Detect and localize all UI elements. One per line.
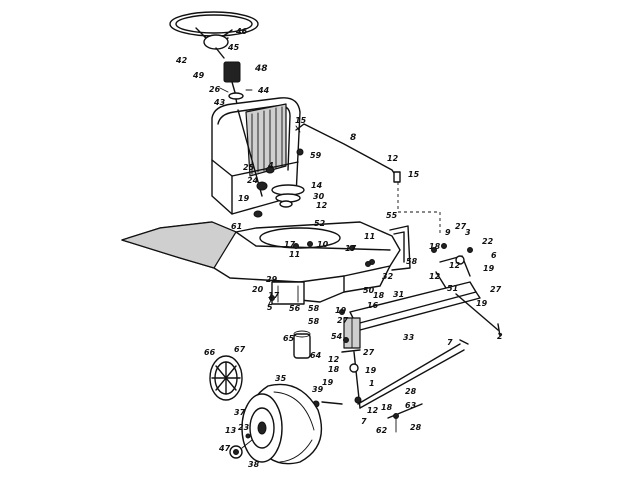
part-number-label: 26 [209,85,221,94]
part-number-label: 16 [367,301,379,310]
steering-shaft [237,109,305,218]
wheel-hardware [229,433,253,459]
part-number-label: 58 [308,317,320,326]
part-number-label: 56 [289,304,301,313]
part-number-label: 17 [345,244,357,253]
part-number-label: 12 [387,154,399,163]
hardware [267,261,371,359]
part-number-label: 64 [310,351,322,360]
part-number-label: 65 [283,334,295,343]
part-number-label: 30 [313,192,325,201]
part-number-label: 19 [335,306,347,315]
part-number-label: 18 [373,291,385,300]
part-number-label: 67 [234,345,246,354]
part-number-label: 59 [310,151,322,160]
part-number-label: 19 [238,194,250,203]
part-number-label: 7 [447,338,453,347]
part-number-label: 12 [449,261,461,270]
part-number-label: 12 [316,201,328,210]
part-number-label: 20 [252,285,264,294]
part-number-label: 18 [429,242,441,251]
part-number-label: 12 [328,355,340,364]
part-number-label: 27 [363,348,375,357]
part-number-label: 8 [350,133,357,143]
part-number-label: 55 [386,211,398,220]
part-number-label: 10 [317,240,329,249]
part-number-label: 19 [365,366,377,375]
part-number-label: 5 [267,303,273,312]
front-tire [241,383,323,465]
part-number-label: 3 [465,228,471,237]
part-number-label: 7 [361,417,367,426]
part-number-label: 23 [238,423,250,432]
part-number-label: 17 [284,240,296,249]
part-number-label: 31 [393,290,405,299]
part-number-label: 22 [482,237,494,246]
part-number-label: 27 [455,222,467,231]
part-number-label: 15 [408,170,420,179]
drag-link-rod [295,123,441,236]
part-number-label: 12 [367,406,379,415]
part-number-label: 33 [403,333,415,342]
part-number-label: 18 [328,365,340,374]
part-number-label: 12 [429,272,441,281]
tie-rods [312,339,469,433]
part-number-label: 32 [382,272,394,281]
part-number-label: 17 [268,291,280,300]
part-number-label: 61 [231,222,243,231]
steering-wheel [169,11,259,59]
part-number-label: 37 [234,408,246,417]
part-number-label: 1 [369,379,375,388]
part-number-label: 51 [447,284,459,293]
part-number-label: 15 [295,116,307,125]
chassis-frame [121,221,411,305]
part-number-label: 11 [364,232,376,241]
part-number-label: 66 [204,348,216,357]
part-number-label: 28 [410,423,422,432]
part-number-label: 24 [247,176,259,185]
steering-column-parts [219,61,253,111]
part-number-label: 14 [311,181,323,190]
part-number-label: 6 [491,251,497,260]
part-number-label: 35 [275,374,287,383]
part-number-label: 47 [219,444,231,453]
part-number-label: 38 [248,460,260,469]
part-number-label: 18 [381,403,393,412]
part-number-label: 42 [176,56,188,65]
hubcap [209,355,243,401]
part-number-label: 39 [312,385,324,394]
part-number-label: 44 [258,86,270,95]
seat [211,97,301,215]
part-number-label: 19 [322,378,334,387]
part-number-label: 13 [225,426,237,435]
part-number-label: 52 [314,219,326,228]
part-number-label: 29 [266,275,278,284]
part-number-label: 27 [490,285,502,294]
part-number-label: 48 [255,64,268,74]
part-number-label: 19 [476,299,488,308]
part-number-label: 28 [405,387,417,396]
part-number-label: 58 [406,257,418,266]
part-number-label: 19 [483,264,495,273]
part-number-label: 11 [289,250,301,259]
part-number-label: 25 [243,163,255,172]
front-axle [343,243,501,349]
part-number-label: 62 [376,426,388,435]
part-number-label: 43 [214,98,226,107]
part-number-label: 46 [236,27,248,36]
part-number-label: 50 [363,286,375,295]
part-number-label: 9 [445,228,451,237]
part-number-label: 2 [497,332,503,341]
part-number-label: 49 [193,71,205,80]
part-number-label: 63 [405,401,417,410]
part-number-label: 45 [228,43,240,52]
part-number-label: 4 [268,161,274,170]
part-number-label: 58 [308,304,320,313]
part-number-label: 54 [331,332,343,341]
part-number-label: 27 [337,316,349,325]
